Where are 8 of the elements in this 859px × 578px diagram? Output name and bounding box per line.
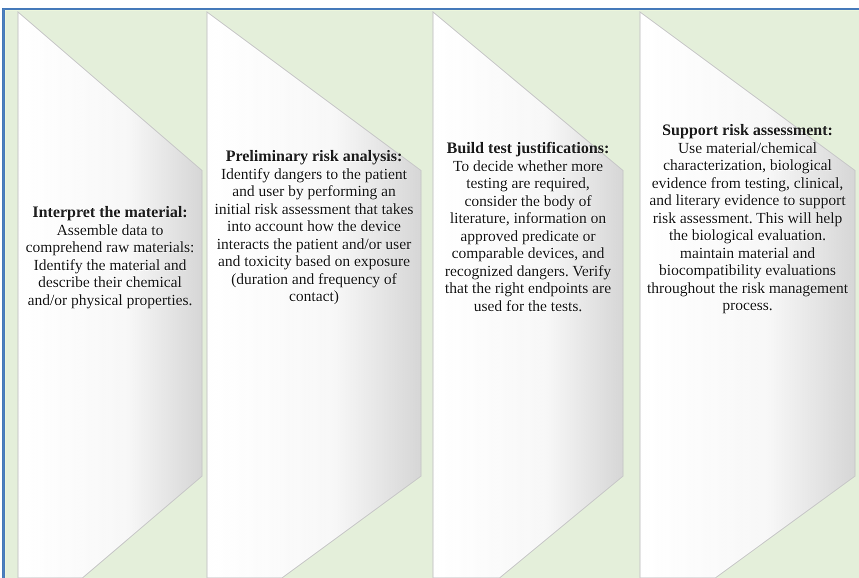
step-description: To decide whether more testing are required, consider the body of literature, information on approved predicate or comparable devices, and recognized dangers. Verify that the right endpoints are used for the tests.: [444, 158, 612, 315]
step-heading: Interpret the material:: [31, 204, 189, 222]
step-description: Identify dangers to the patient and user by performing an initial risk assessment that takes into account how the device interacts the patient and/or user and toxicity based on exposure (duration and frequency of contact): [214, 166, 414, 306]
step-heading: Build test justifications:: [446, 140, 610, 158]
step-heading: Preliminary risk analysis:: [224, 148, 404, 166]
step-heading: Support risk assessment:: [661, 122, 834, 140]
step-description: Assemble data to comprehend raw materials: Identify the material and describe their chemical and/or physical properties.: [24, 222, 196, 309]
step-description: Use material/chemical characterization, biological evidence from testing, clinical, and literary evidence to support risk assessment. This will help the biological evaluation. maintain material and biocompatibility evaluations throughout the risk management process.: [646, 140, 849, 314]
